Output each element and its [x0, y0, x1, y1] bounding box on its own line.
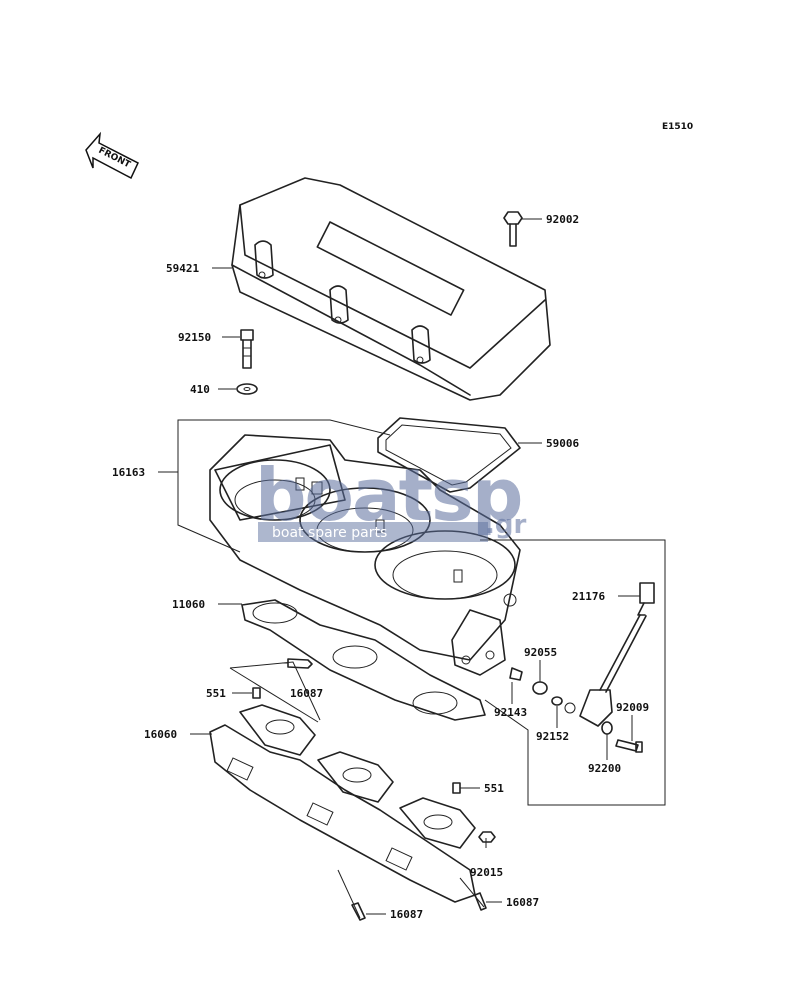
injector-16087-a: [282, 658, 313, 669]
callout-92015: 92015: [470, 866, 503, 879]
callout-92152: 92152: [536, 730, 569, 743]
bolt-92015: [478, 831, 496, 843]
washer-92152: [551, 696, 563, 706]
callout-59006: 59006: [546, 437, 579, 450]
o-ring-92055: [532, 681, 548, 695]
callout-21176: 21176: [572, 590, 605, 603]
callout-16087-c: 16087: [506, 896, 539, 909]
callout-16163: 16163: [112, 466, 145, 479]
injector-16087-b: [351, 902, 366, 921]
watermark-tagline: boat spare parts: [272, 525, 387, 541]
callout-551-b: 551: [484, 782, 504, 795]
callout-92055: 92055: [524, 646, 557, 659]
callout-11060: 11060: [172, 598, 205, 611]
diagram-code: E1510: [662, 122, 693, 132]
cylinder-head-cover: [231, 177, 551, 401]
callout-551-a: 551: [206, 687, 226, 700]
callout-92143: 92143: [494, 706, 527, 719]
bolt-92150: [240, 329, 254, 369]
throttle-body-assembly: [209, 434, 521, 676]
callout-59421: 59421: [166, 262, 199, 275]
washer-410: [236, 383, 258, 395]
bolt-92009: [615, 739, 643, 753]
bolt-92002: [503, 211, 523, 247]
pin-551-a: [252, 687, 261, 699]
gasket-11060: [241, 599, 486, 721]
callout-410: 410: [190, 383, 210, 396]
callout-16087-b: 16087: [390, 908, 423, 921]
callout-16087-a: 16087: [290, 687, 323, 700]
gasket-59006: [377, 417, 521, 493]
clamp-92143: [509, 667, 523, 681]
front-arrow-icon: FRONT: [85, 131, 139, 180]
washer-92200: [601, 721, 613, 735]
callout-16060: 16060: [144, 728, 177, 741]
callout-92150: 92150: [178, 331, 211, 344]
pin-551-b: [452, 782, 461, 794]
manifold-16060: [209, 704, 476, 903]
watermark-tld: .gr: [485, 510, 526, 540]
watermark: boatsp boat spare parts .gr: [255, 453, 526, 542]
callout-92009: 92009: [616, 701, 649, 714]
sensor-21176: [564, 582, 655, 727]
callout-92200: 92200: [588, 762, 621, 775]
injector-16087-c: [474, 892, 487, 911]
callout-92002: 92002: [546, 213, 579, 226]
